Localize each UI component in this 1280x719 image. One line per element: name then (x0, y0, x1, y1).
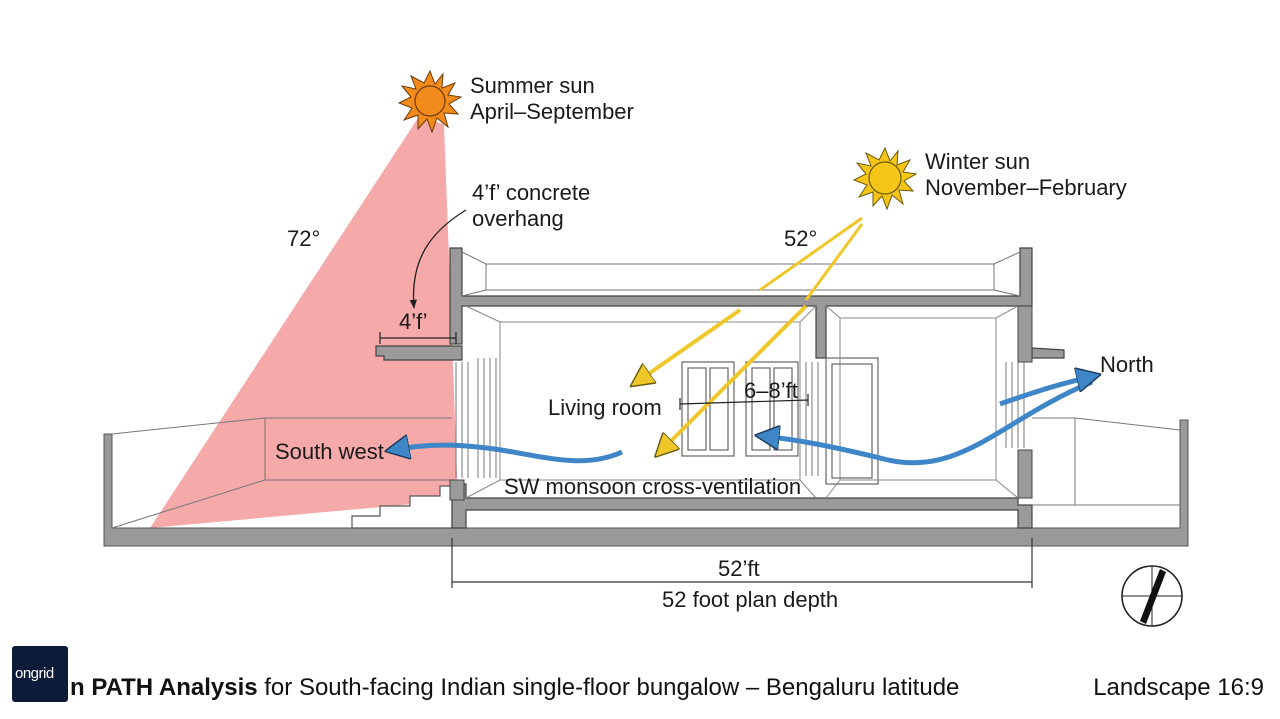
north-garden-walls (1032, 417, 1181, 506)
logo-text: ongrid (15, 665, 54, 682)
format-label: Landscape 16:9 (1093, 674, 1264, 701)
north-wall-upper (1017, 305, 1033, 363)
airflow-from-north (762, 379, 1093, 466)
depth-caption-label: 52 foot plan depth (662, 587, 838, 612)
overhang-leader-arrow (409, 209, 467, 309)
airflow-to-north (999, 376, 1094, 407)
airflow-to-south-west (392, 445, 624, 464)
overhang-dimension-line (379, 332, 457, 344)
depth-dimension-line (451, 538, 1033, 588)
concrete-overhang (375, 345, 463, 361)
north-overhang (1031, 347, 1065, 359)
roof-terrace (461, 251, 1021, 297)
height-dimension-line (679, 394, 809, 410)
ongrid-logo: ongrid (12, 646, 68, 702)
footer-title-rest: for South-facing Indian single-floor bun… (257, 674, 960, 701)
bedroom-door (825, 357, 879, 485)
north-label: North (1100, 352, 1154, 377)
winter-ray-lower (804, 223, 864, 301)
north-wall-lower (1017, 449, 1033, 499)
ventilation-label: SW monsoon cross-ventilation (504, 474, 801, 499)
south-wall-base (449, 479, 465, 501)
overhang-label-2: overhang (472, 206, 564, 231)
winter-ray-arrow-2 (658, 304, 808, 454)
south-west-label: South west (275, 439, 384, 464)
winter-angle-label: 52° (784, 226, 817, 251)
summer-sun-icon (397, 69, 463, 134)
depth-dimension-label: 52’ft (718, 556, 760, 581)
partition-louvres (805, 362, 819, 476)
height-dimension-label: 6–8’ft (744, 378, 798, 403)
overhang-dimension-label: 4’f’ (399, 309, 428, 334)
winter-sun-icon (852, 146, 918, 211)
ground-slab (103, 419, 1189, 547)
south-louvres (455, 358, 497, 478)
summer-sun-label-2: April–September (470, 99, 634, 124)
living-room-windows (681, 361, 799, 457)
interior-perspective (465, 305, 1019, 499)
compass-icon (1121, 565, 1183, 627)
summer-sun-label-1: Summer sun (470, 73, 595, 98)
living-room-label: Living room (548, 395, 662, 420)
footer-title-bold: n PATH Analysis (70, 674, 258, 701)
winter-ray-arrow-1 (634, 308, 742, 384)
winter-ray-upper (759, 216, 863, 292)
north-louvres (1005, 362, 1025, 448)
winter-sun-label-2: November–February (925, 175, 1127, 200)
overhang-label-1: 4’f’ concrete (472, 180, 590, 205)
summer-angle-label: 72° (287, 226, 320, 251)
summer-sun-rays (150, 118, 458, 528)
footer-title: n PATH Analysis for South-facing Indian … (70, 674, 959, 702)
south-garden-walls (111, 417, 452, 529)
winter-sun-label-1: Winter sun (925, 149, 1030, 174)
